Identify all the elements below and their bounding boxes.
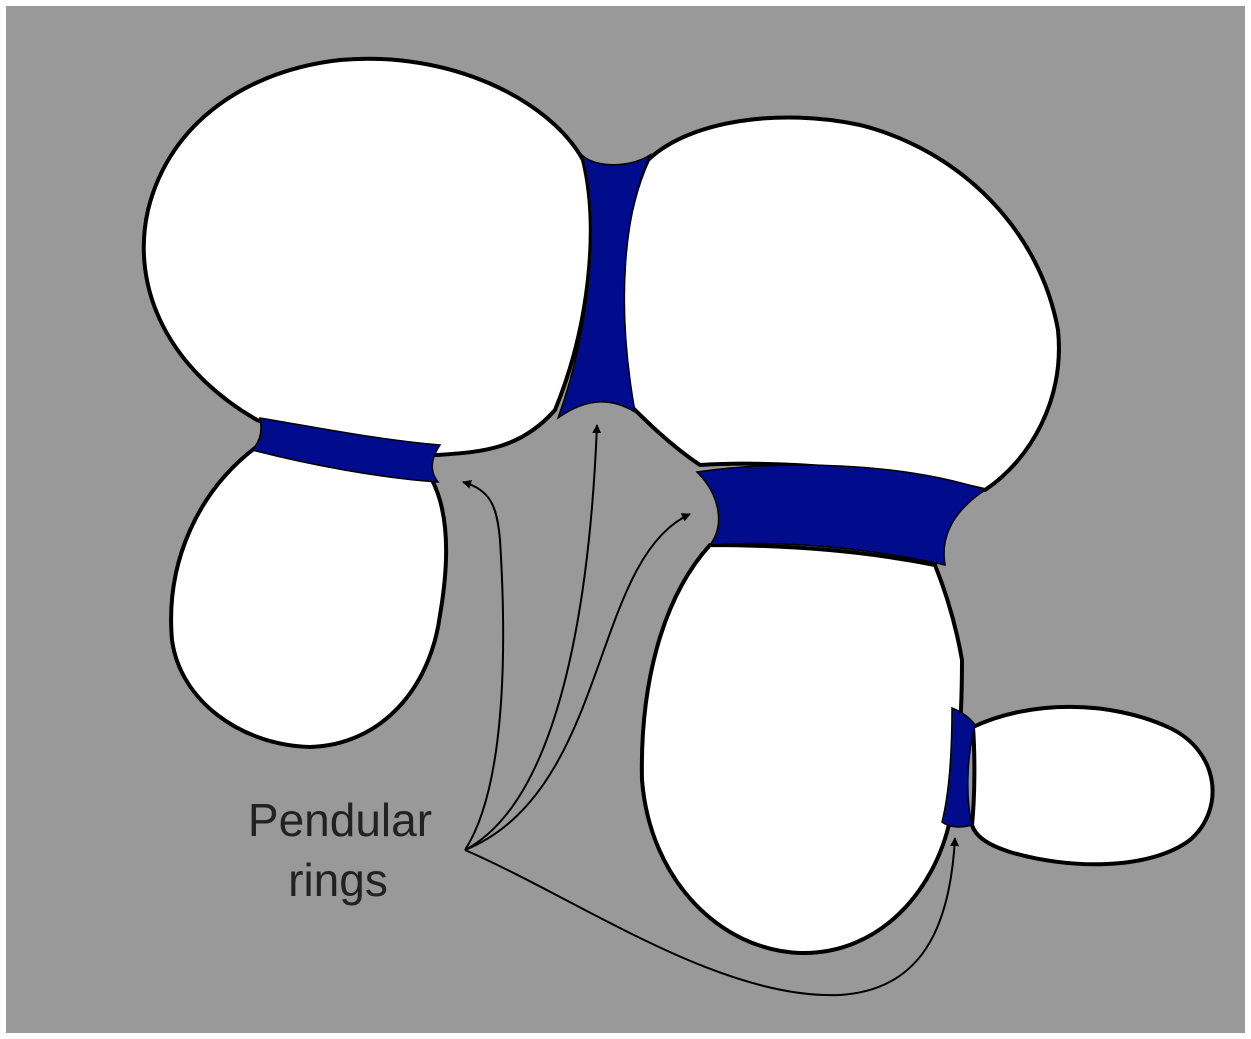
grain-lower-left — [171, 448, 446, 747]
grain-lower-right — [642, 545, 962, 953]
label-line-1: Pendular — [248, 794, 432, 846]
label-line-2: rings — [288, 854, 388, 906]
grain-small-right — [972, 707, 1213, 864]
